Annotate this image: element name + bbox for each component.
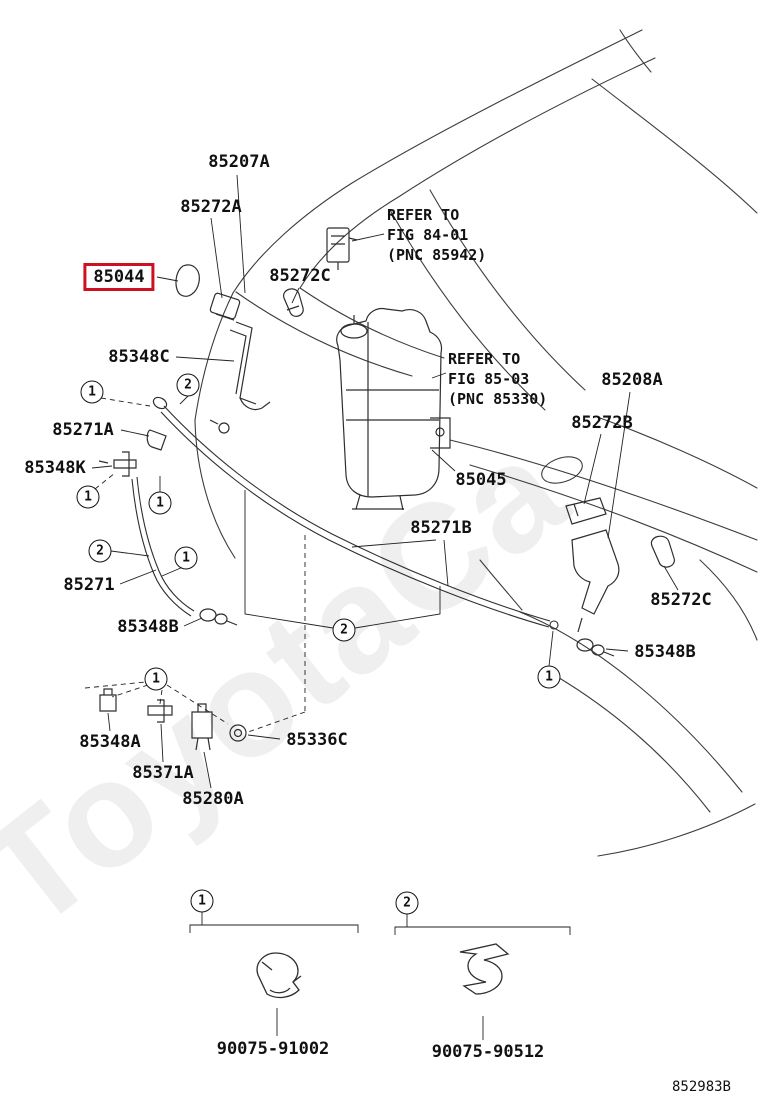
refer-note-fig-85-03: REFER TO FIG 85-03 (PNC 85330) [448,349,547,409]
part-label-85348A[interactable]: 85348A [79,732,141,752]
part-label-85348C[interactable]: 85348C [108,347,170,367]
refer-note-line: FIG 84-01 [387,226,469,244]
part-label-85208A[interactable]: 85208A [601,370,663,390]
refer-note-line: (PNC 85942) [387,246,487,264]
callout-clip-2: 2 [176,373,200,397]
side-nozzle-assembly [565,497,675,657]
part-label-85272A[interactable]: 85272A [180,197,242,217]
callout-clip-1: 1 [80,380,104,404]
refer-note-line: FIG 85-03 [448,370,530,388]
part-label-85336C[interactable]: 85336C [286,730,348,750]
part-label-85271[interactable]: 85271 [63,575,115,595]
front-nozzle-assembly [175,227,358,434]
washer-hoses [131,405,559,630]
legend-part-90075-91002[interactable]: 90075-91002 [216,1039,330,1059]
leader-lines [91,174,679,1040]
part-label-85207A[interactable]: 85207A [208,152,270,172]
callout-clip-1: 1 [76,485,100,509]
legend-clip-drawings [256,943,510,999]
part-label-85272C[interactable]: 85272C [269,266,331,286]
washer-tank [336,307,451,511]
diagram-code: 852983B [671,1079,731,1095]
car-body-lines [194,29,758,857]
legend-part-90075-90512[interactable]: 90075-90512 [431,1042,545,1062]
part-label-85272B[interactable]: 85272B [571,413,633,433]
part-label-85371A[interactable]: 85371A [132,763,194,783]
refer-note-fig-84-01: REFER TO FIG 84-01 (PNC 85942) [387,205,486,265]
part-label-85348B[interactable]: 85348B [117,617,179,637]
part-label-85271B[interactable]: 85271B [410,518,472,538]
part-label-85348K[interactable]: 85348K [24,458,86,478]
callout-clip-2: 2 [332,618,356,642]
callout-clip-2: 2 [88,539,112,563]
part-label-85271A[interactable]: 85271A [52,420,114,440]
part-label-85272C-2[interactable]: 85272C [650,590,712,610]
part-label-85280A[interactable]: 85280A [182,789,244,809]
callout-clip-1: 1 [537,665,561,689]
legend-callout-2: 2 [395,891,419,915]
part-label-85045[interactable]: 85045 [455,470,507,490]
part-label-85044-highlighted[interactable]: 85044 [83,263,155,291]
callout-clip-1: 1 [144,667,168,691]
callout-clip-1: 1 [174,546,198,570]
legend-callout-1: 1 [190,889,214,913]
callout-clip-1: 1 [148,491,172,515]
refer-note-line: REFER TO [387,206,460,224]
dashed-leader-lines [84,397,306,733]
part-label-85348B-2[interactable]: 85348B [634,642,696,662]
refer-note-line: (PNC 85330) [448,390,548,408]
left-fittings [98,396,247,751]
refer-note-line: REFER TO [448,350,521,368]
